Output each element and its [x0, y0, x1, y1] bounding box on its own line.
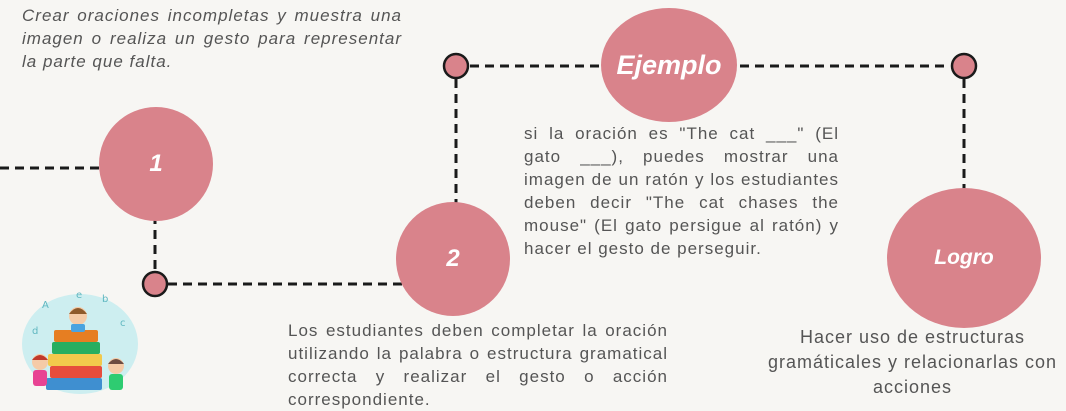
svg-text:d: d — [32, 326, 38, 337]
node-dot-top-right — [950, 52, 978, 80]
intro-text: Crear oraciones incompletas y muestra un… — [22, 6, 402, 71]
goal-label: Logro — [934, 246, 994, 269]
node-dot-bottom-left — [141, 270, 169, 298]
svg-text:b: b — [102, 294, 108, 305]
node-dot-top-left — [442, 52, 470, 80]
example-label: Ejemplo — [616, 49, 722, 80]
svg-text:e: e — [76, 290, 82, 301]
step-2-circle: 2 — [396, 202, 510, 316]
svg-text:A: A — [42, 300, 49, 311]
goal-text: Hacer uso de estructuras gramáticales y … — [767, 327, 1058, 397]
step-1-label: 1 — [149, 150, 163, 177]
example-circle: Ejemplo — [601, 8, 737, 122]
step-1-circle: 1 — [99, 107, 213, 221]
svg-text:c: c — [120, 318, 126, 329]
example-text: si la oración es "The cat ___" (El gato … — [524, 124, 839, 258]
step-2-label: 2 — [446, 245, 460, 272]
goal-circle: Logro — [887, 188, 1041, 328]
step-2-text: Los estudiantes deben completar la oraci… — [288, 321, 668, 409]
children-reading-illustration: Ab c d e — [22, 290, 138, 394]
